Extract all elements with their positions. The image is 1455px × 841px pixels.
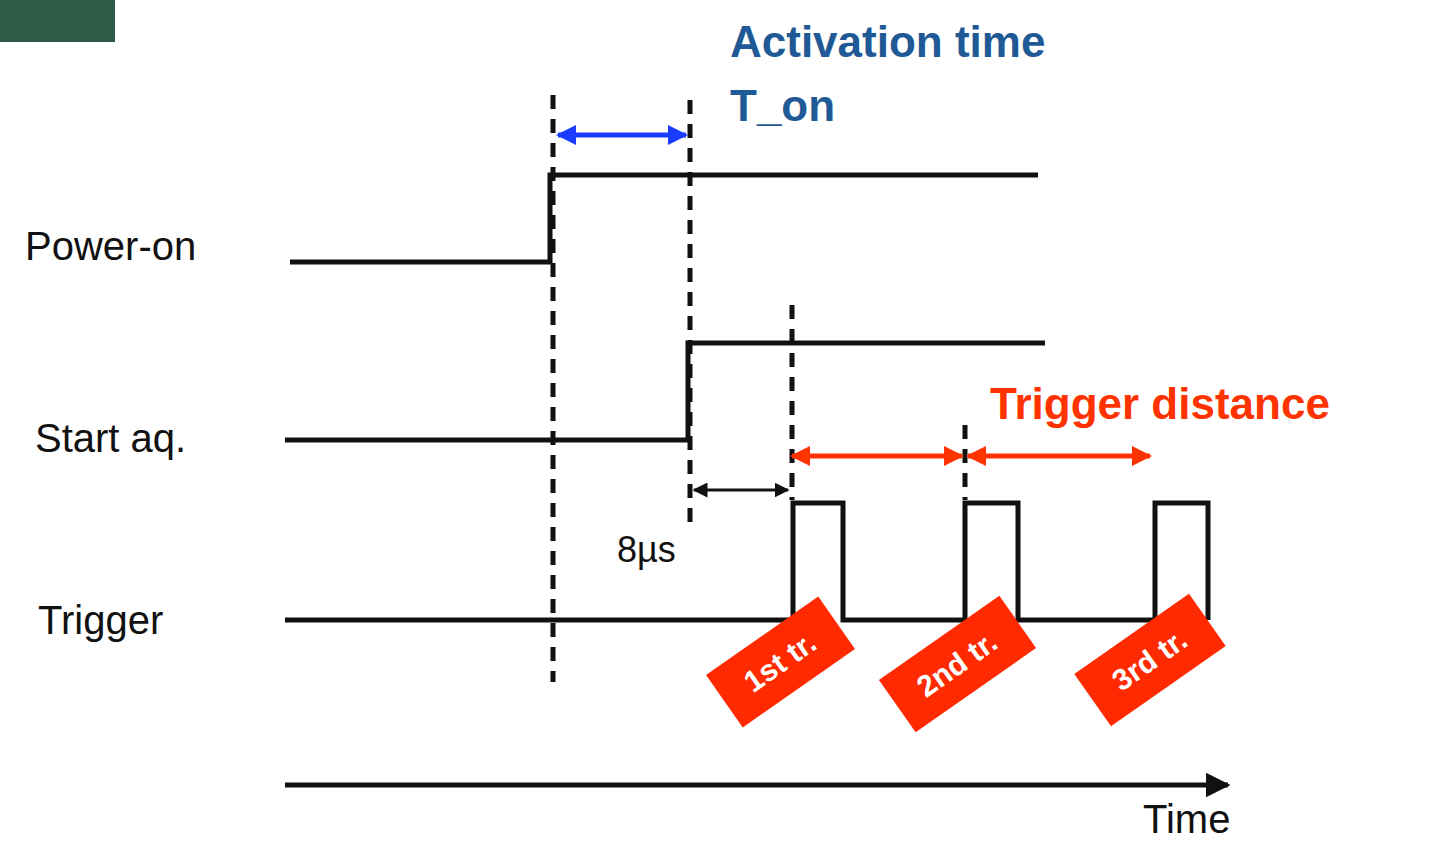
dashed-marker	[688, 100, 693, 525]
signal-name: Start aq.	[35, 414, 186, 462]
trigger-tag-text: 2nd tr.	[909, 623, 1004, 705]
time-dimension: 8µs	[617, 528, 676, 571]
trigger-tag-text: 1st tr.	[736, 624, 823, 700]
trigger-distance-arrow	[792, 454, 962, 459]
trigger-tag: 1st tr.	[706, 596, 855, 727]
activation-arrow	[558, 133, 686, 138]
dashed-marker	[963, 425, 968, 500]
power-on-signal	[290, 175, 1038, 262]
annotation-title: Activation time T_on	[730, 10, 1090, 138]
trigger-tag: 3rd tr.	[1074, 594, 1225, 727]
signal-name: Trigger	[38, 596, 163, 644]
corner-image	[0, 0, 115, 42]
signal-name: Power-on	[25, 222, 196, 270]
start-aq-signal	[285, 343, 1045, 440]
trigger-distance-arrow	[968, 454, 1150, 459]
trigger-signal	[285, 503, 1208, 620]
trigger-tag-text: 3rd tr.	[1105, 621, 1194, 699]
trigger-tag: 2nd tr.	[878, 596, 1035, 733]
dashed-marker	[790, 305, 795, 500]
annotation-label: Trigger distance	[990, 378, 1330, 431]
axis-label: Time	[1143, 795, 1230, 841]
delay-arrow	[694, 489, 788, 492]
time-axis	[285, 783, 1228, 788]
